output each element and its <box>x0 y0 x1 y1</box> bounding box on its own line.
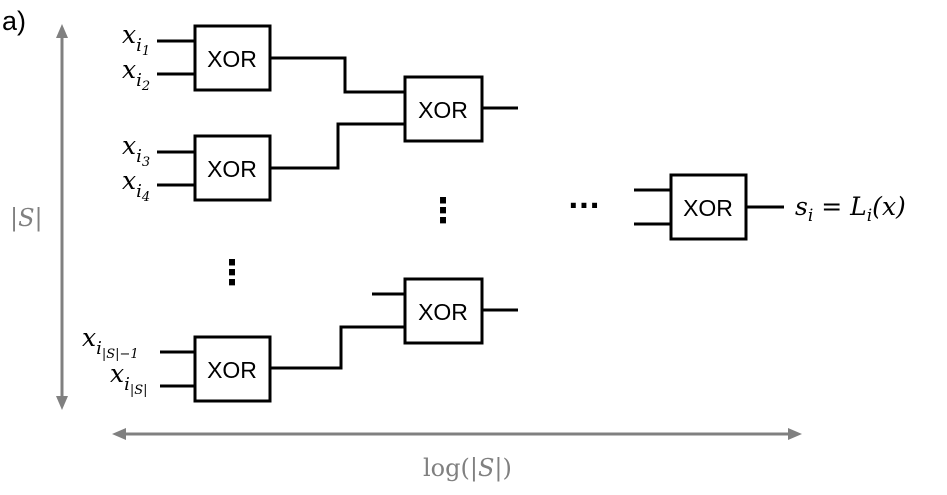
vertical-axis-label: |S| <box>10 204 43 233</box>
input-label: xi4 <box>122 166 150 205</box>
xor-gate-c: XOR <box>193 335 272 403</box>
output-equation: si = Li(x) <box>795 192 906 226</box>
panel-label: a) <box>2 6 26 36</box>
horizontal-depth-arrow <box>112 428 802 440</box>
input-label: xi3 <box>122 131 150 170</box>
xor-gate-a: XOR <box>193 24 272 92</box>
wires <box>157 39 784 388</box>
input-label: xi|S| <box>110 359 148 398</box>
xor-gate-d: XOR <box>403 75 484 143</box>
vertical-ellipsis-middle: ⋮ <box>426 191 460 231</box>
xor-gate-label: XOR <box>418 299 468 325</box>
xor-gate-output: XOR <box>669 173 748 241</box>
xor-gate-label: XOR <box>418 97 468 123</box>
xor-gate-label: XOR <box>207 156 257 182</box>
input-label: xi2 <box>122 55 150 94</box>
horizontal-axis-label: log(|S|) <box>423 454 512 483</box>
input-labels: xi1 xi2 xi3 xi4 xi|S|−1 xi|S| <box>82 20 150 398</box>
vertical-ellipsis-left: ⋮ <box>215 253 249 293</box>
xor-gate-label: XOR <box>683 195 733 221</box>
xor-gate-label: XOR <box>207 357 257 383</box>
xor-gate-b: XOR <box>193 134 272 202</box>
input-label: xi|S|−1 <box>82 323 139 362</box>
vertical-size-arrow <box>56 24 68 410</box>
xor-gate-label: XOR <box>207 46 257 72</box>
xor-gate-e: XOR <box>403 277 484 345</box>
input-label: xi1 <box>122 20 150 59</box>
horizontal-ellipsis: ··· <box>568 189 600 222</box>
